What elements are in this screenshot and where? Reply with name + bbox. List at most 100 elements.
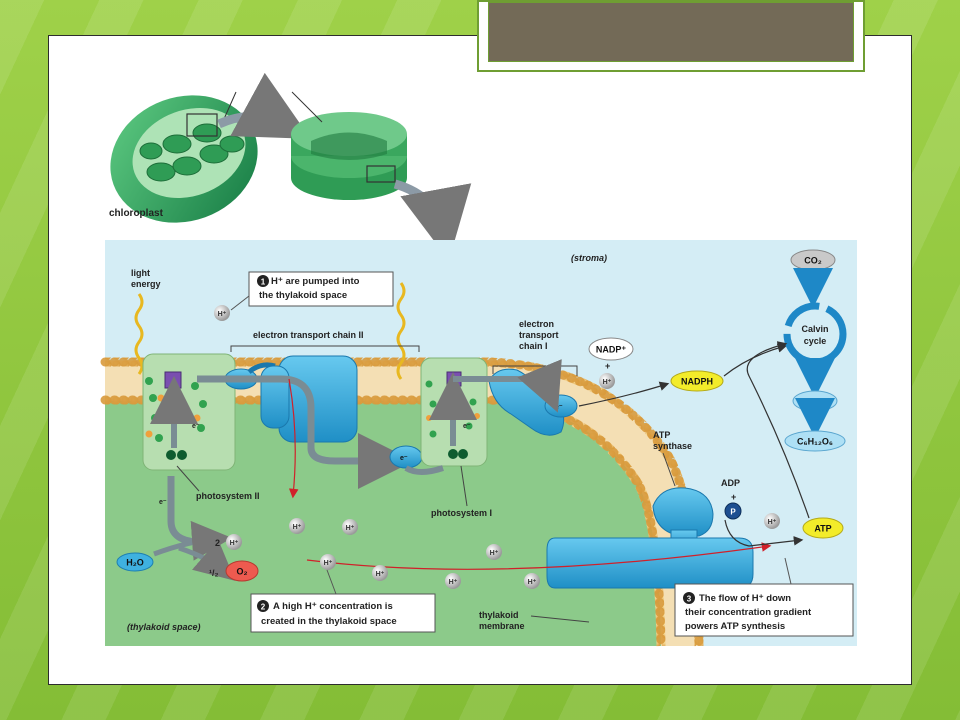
svg-text:light: light [131,268,150,278]
svg-text:H⁺: H⁺ [768,519,777,526]
nadph: NADPH [670,370,724,392]
light-wave-1 [134,293,144,375]
svg-text:membrane: membrane [479,621,525,631]
glucose: C₆H₁₂O₆ [784,430,846,452]
svg-text:H⁺: H⁺ [490,550,499,557]
svg-text:H⁺: H⁺ [218,311,227,318]
atp-synthase [546,487,754,589]
svg-text:e⁻: e⁻ [555,404,563,411]
h-flow-arrow [306,542,772,570]
svg-text:A high H⁺ concentration is: A high H⁺ concentration is [273,601,393,612]
svg-text:+: + [731,492,736,502]
h-ion: H⁺ [372,565,388,581]
h-pump-arrow [288,378,299,499]
photosystem-ii-label: photosystem II [196,491,260,501]
atp: ATP [802,517,844,539]
step1-callout: 1 H⁺ are pumped into the thylakoid space [230,271,394,311]
nadp-plus: NADP⁺ + H⁺ [588,337,634,389]
chloroplast-label: chloroplast [109,208,164,219]
etc1-label: electron transport chain I [519,319,559,351]
svg-text:H⁺: H⁺ [603,379,612,386]
adp-plus-p: ADP + P [721,478,742,520]
svg-text:H⁺: H⁺ [528,579,537,586]
svg-text:chain I: chain I [519,341,548,351]
water-molecule: H₂O [116,552,154,572]
h-ion-stroma: H⁺ [214,305,230,321]
svg-text:C₆H₁₂O₆: C₆H₁₂O₆ [797,437,833,447]
svg-text:H⁺: H⁺ [293,524,302,531]
svg-text:created in the thylakoid space: created in the thylakoid space [261,616,397,627]
sugar: sugar [792,390,838,412]
granum-illustration [291,91,407,200]
svg-text:¹/₂: ¹/₂ [209,568,219,578]
slide-content-panel: chloroplast (stroma) (thylakoid space) l… [48,35,912,685]
stroma-label: (stroma) [571,253,607,263]
title-bar [488,2,854,62]
svg-text:electron: electron [519,319,554,329]
h-ion: H⁺ [524,573,540,589]
oxygen-molecule: ¹/₂ O₂ [209,560,259,582]
photosystem-ii: e⁻ [142,353,236,471]
svg-text:ATP: ATP [653,430,670,440]
light-wave-2 [396,282,406,380]
svg-text:+: + [605,361,610,371]
zoom-arrow-1 [217,72,311,139]
h-ion: H⁺ [320,554,336,570]
svg-text:transport: transport [519,330,559,340]
h-ion-from-water: 2 H⁺ [215,534,242,550]
svg-text:sugar: sugar [803,397,828,407]
h-ions-lumen: H⁺ H⁺ H⁺ H⁺ H⁺ H⁺ H⁺ [289,518,540,589]
etc2-label: electron transport chain II [253,330,364,340]
svg-text:CO₂: CO₂ [804,256,822,266]
step3-callout: 3 The flow of H⁺ down their concentratio… [674,557,854,637]
electron-water-label: e⁻ [159,499,167,506]
svg-text:2: 2 [215,538,220,548]
svg-text:H⁺: H⁺ [346,525,355,532]
zoom-arrow-2 [393,179,472,261]
svg-text:H⁺: H⁺ [376,571,385,578]
svg-text:H⁺: H⁺ [449,579,458,586]
svg-text:2: 2 [261,603,266,612]
svg-text:1: 1 [261,278,266,287]
photosynthesis-diagram: chloroplast (stroma) (thylakoid space) l… [100,72,857,651]
svg-text:NADPH: NADPH [681,377,713,387]
light-energy-label: light energy [131,268,161,289]
thylakoid-membrane-label: thylakoid membrane [479,610,590,631]
photosystem-i-label: photosystem I [431,508,492,518]
step2-callout: 2 A high H⁺ concentration is created in … [250,569,436,633]
thylakoid-space-label: (thylakoid space) [127,622,201,632]
svg-text:H⁺: H⁺ [324,560,333,567]
svg-text:Calvin: Calvin [801,324,828,334]
svg-text:H⁺ are pumped into: H⁺ are pumped into [271,276,360,287]
photosystem-i: e⁻ [420,357,488,467]
svg-text:cycle: cycle [804,336,827,346]
title-placeholder [477,0,865,72]
svg-text:thylakoid: thylakoid [479,610,519,620]
co2: CO₂ [790,249,836,271]
electron-to-psi [404,465,444,475]
atp-synthase-label: ATP synthase [653,430,692,451]
svg-text:their concentration gradient: their concentration gradient [685,607,812,618]
svg-text:e⁻: e⁻ [192,423,200,430]
h-ion-exit: H⁺ [764,513,780,529]
svg-text:P: P [730,508,736,517]
svg-text:H⁺: H⁺ [230,540,239,547]
svg-text:O₂: O₂ [237,567,248,577]
svg-text:e⁻: e⁻ [400,455,408,462]
svg-text:synthase: synthase [653,441,692,451]
svg-text:powers ATP synthesis: powers ATP synthesis [685,621,785,632]
plastocyanin: e⁻ [389,445,423,469]
svg-text:H₂O: H₂O [126,558,144,568]
svg-text:e⁻: e⁻ [463,423,471,430]
h-ion: H⁺ [342,519,358,535]
h-ion: H⁺ [289,518,305,534]
h-ion: H⁺ [486,544,502,560]
electron-path-etc2 [197,375,414,489]
svg-text:3: 3 [687,595,692,604]
svg-text:ATP: ATP [814,524,831,534]
svg-text:The flow of H⁺ down: The flow of H⁺ down [699,593,791,604]
h-ion: H⁺ [445,573,461,589]
svg-text:the thylakoid space: the thylakoid space [259,290,347,301]
etc2-bracket [230,345,420,352]
calvin-cycle: Calvin cycle [783,302,847,366]
